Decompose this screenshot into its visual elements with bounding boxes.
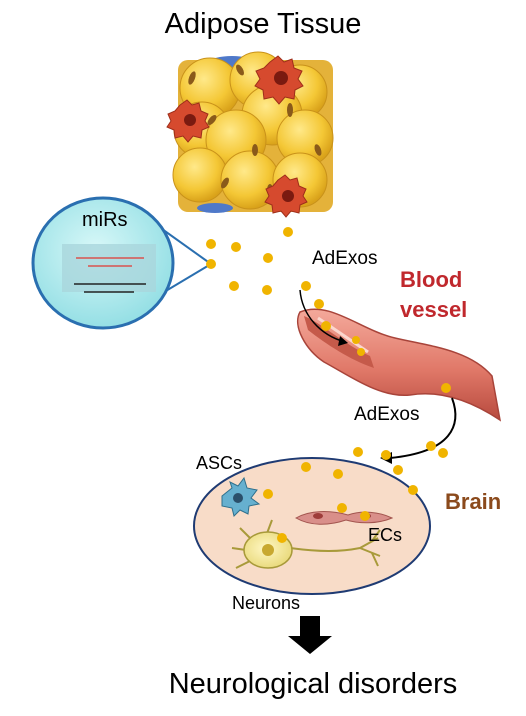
macrophage-icon: [254, 55, 304, 105]
ecs-label: ECs: [368, 525, 403, 545]
blood-vessel-illustration: [296, 289, 502, 422]
down-arrow-icon: [288, 616, 332, 654]
astrocyte-icon: [221, 476, 261, 517]
macrophage-icon: [264, 174, 308, 218]
neuron-icon: [231, 519, 381, 569]
outcome-label: Neurological disorders: [168, 668, 458, 700]
ascs-label: ASCs: [196, 453, 243, 473]
adipose-tissue-illustration: [166, 51, 334, 218]
mirs-cargo-illustration: [31, 196, 212, 330]
adexos-label-top: AdExos: [312, 248, 378, 269]
blood-vessel-label: Blood vessel: [400, 265, 467, 325]
diagram-title: Adipose Tissue: [164, 8, 362, 40]
mirs-label: miRs: [82, 209, 128, 231]
adexos-label-bottom: AdExos: [354, 404, 420, 425]
transport-arrow: [389, 397, 457, 459]
exosome-particles: [206, 227, 451, 543]
blood-vessel-label-line2: vessel: [400, 297, 468, 322]
neurons-label: Neurons: [232, 593, 301, 613]
blood-vessel-label-line1: Blood: [400, 267, 463, 292]
macrophage-icon: [166, 99, 210, 143]
brain-label: Brain: [445, 489, 502, 514]
